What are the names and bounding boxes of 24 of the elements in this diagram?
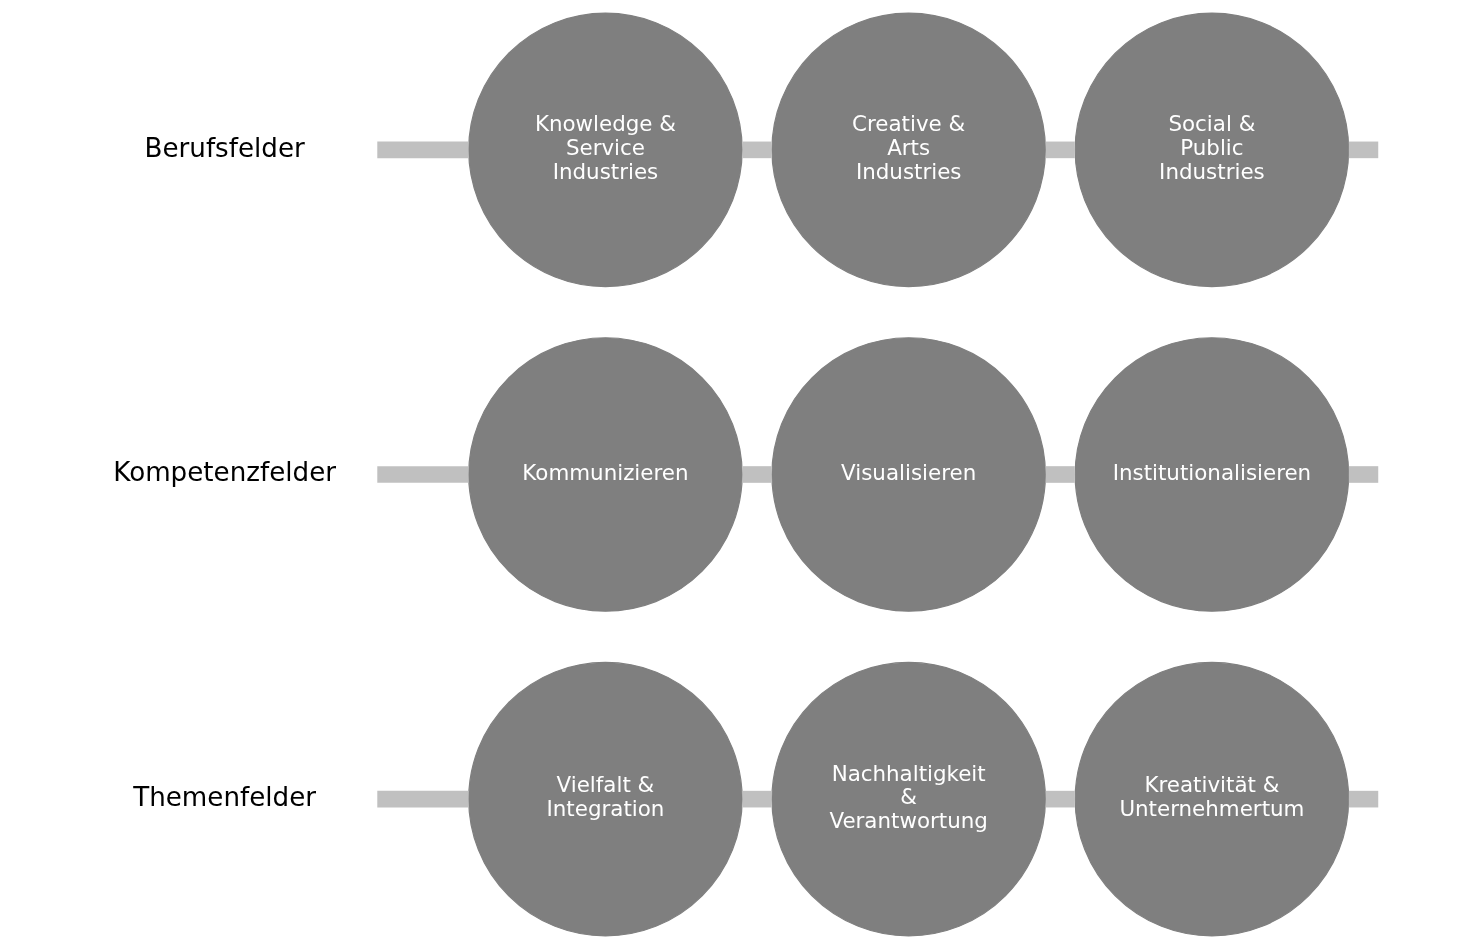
node-circle: Kommunizieren (468, 337, 743, 612)
connector (377, 466, 469, 483)
connector (1045, 790, 1075, 808)
node-circle: Creative & Arts Industries (771, 12, 1046, 288)
node-circle: Knowledge & Service Industries (468, 12, 743, 288)
node-circle: Social & Public Industries (1074, 12, 1350, 288)
connector (742, 790, 772, 808)
connector (377, 790, 469, 808)
label: Themenfelder (133, 781, 317, 812)
node-circle: Institutionalisieren (1074, 337, 1350, 612)
connector (742, 466, 772, 483)
node-circle: Kreativität & Unternehmertum (1074, 661, 1350, 937)
connector (1045, 466, 1075, 483)
label: Kompetenzfelder (113, 457, 336, 488)
connector (1348, 790, 1379, 808)
connector (742, 141, 772, 159)
connector (1045, 141, 1075, 159)
connector (1348, 141, 1379, 159)
connector (1348, 466, 1379, 483)
label: Berufsfelder (144, 132, 305, 163)
connector (377, 141, 469, 159)
node-circle: Visualisieren (771, 337, 1046, 612)
node-circle: Vielfalt & Integration (468, 661, 743, 937)
node-circle: Nachhaltigkeit & Verantwortung (771, 661, 1046, 937)
